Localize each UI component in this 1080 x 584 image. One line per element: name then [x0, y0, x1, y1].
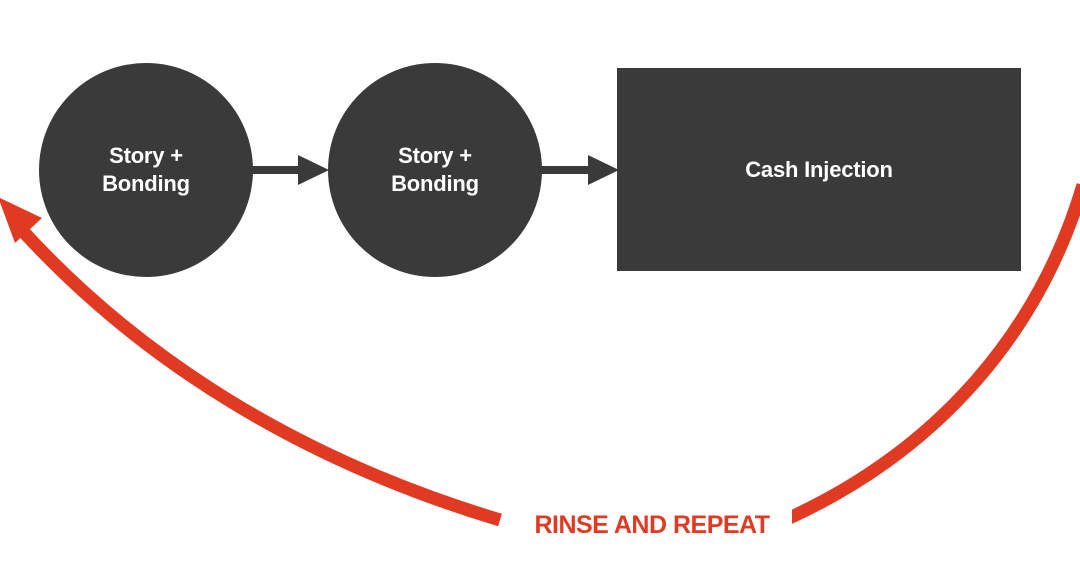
cash-injection-label-line: Cash Injection [745, 157, 893, 182]
story-bonding-label-1-line-1: Story + [109, 143, 183, 168]
story-bonding-label-1: Story + Bonding [56, 142, 236, 198]
story-bonding-label-2: Story + Bonding [345, 142, 525, 198]
story-bonding-label-2-line-1: Story + [398, 143, 472, 168]
rinse-and-repeat-label: RINSE AND REPEAT [512, 509, 792, 541]
story-bonding-node-1 [39, 63, 253, 277]
cash-injection-node [617, 68, 1021, 271]
rinse-repeat-arrowhead [0, 197, 42, 243]
edge-circle1-to-circle2 [252, 155, 329, 185]
edge-circle2-to-rectangle [541, 155, 619, 185]
rinse-repeat-loop-right [782, 183, 1080, 526]
story-bonding-label-1-line-2: Bonding [102, 171, 190, 196]
story-bonding-node-2 [328, 63, 542, 277]
cash-injection-label: Cash Injection [617, 156, 1021, 184]
story-bonding-label-2-line-2: Bonding [391, 171, 479, 196]
rinse-repeat-loop-left [15, 223, 502, 527]
